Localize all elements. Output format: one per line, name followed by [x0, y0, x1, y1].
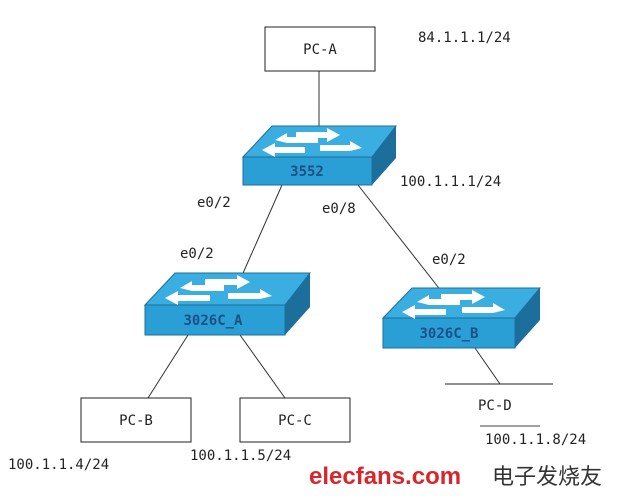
- switch-arrows-icon: [262, 128, 362, 157]
- link-switch-a-pcb: [147, 334, 189, 399]
- pc-c-label: PC-C: [278, 413, 312, 429]
- pc-b-box: [80, 397, 192, 443]
- link-core-switch-a: [239, 184, 283, 281]
- switch-arrows-icon: [165, 275, 272, 305]
- switch-a-port: e0/2: [180, 246, 214, 262]
- link-switch-a-pcc: [239, 334, 286, 399]
- link-core-switch-b: [357, 184, 443, 293]
- links: [147, 71, 501, 399]
- pc-a-box: [264, 26, 376, 72]
- switch-core-port-right: e0/8: [322, 201, 356, 217]
- switch-b-port: e0/2: [432, 252, 466, 268]
- pc-d-label: PC-D: [478, 398, 512, 414]
- pc-a-ip: 84.1.1.1/24: [418, 30, 511, 46]
- switch-b: 3026C_B: [381, 287, 542, 349]
- watermark-logo: elecfans.com: [309, 463, 461, 490]
- switch-core-ip: 100.1.1.1/24: [400, 174, 501, 190]
- switch-a: 3026C_A: [143, 272, 312, 336]
- pc-b-label: PC-B: [119, 413, 153, 429]
- switch-a-label: 3026C_A: [183, 313, 243, 329]
- switch-core-label: 3552: [290, 164, 324, 180]
- link-switch-b-pcd: [474, 347, 501, 385]
- pc-c-box: [239, 397, 351, 443]
- watermark-cn: 电子发烧友: [492, 465, 602, 490]
- switch-arrows-icon: [402, 290, 505, 319]
- pc-b-ip: 100.1.1.4/24: [8, 457, 109, 473]
- pc-c-ip: 100.1.1.5/24: [190, 448, 291, 464]
- switch-core-port-left: e0/2: [197, 195, 231, 211]
- pc-d-ip: 100.1.1.8/24: [485, 432, 586, 448]
- pc-a-label: PC-A: [303, 42, 337, 58]
- switch-b-label: 3026C_B: [419, 326, 478, 342]
- switch-core: 3552: [241, 125, 398, 186]
